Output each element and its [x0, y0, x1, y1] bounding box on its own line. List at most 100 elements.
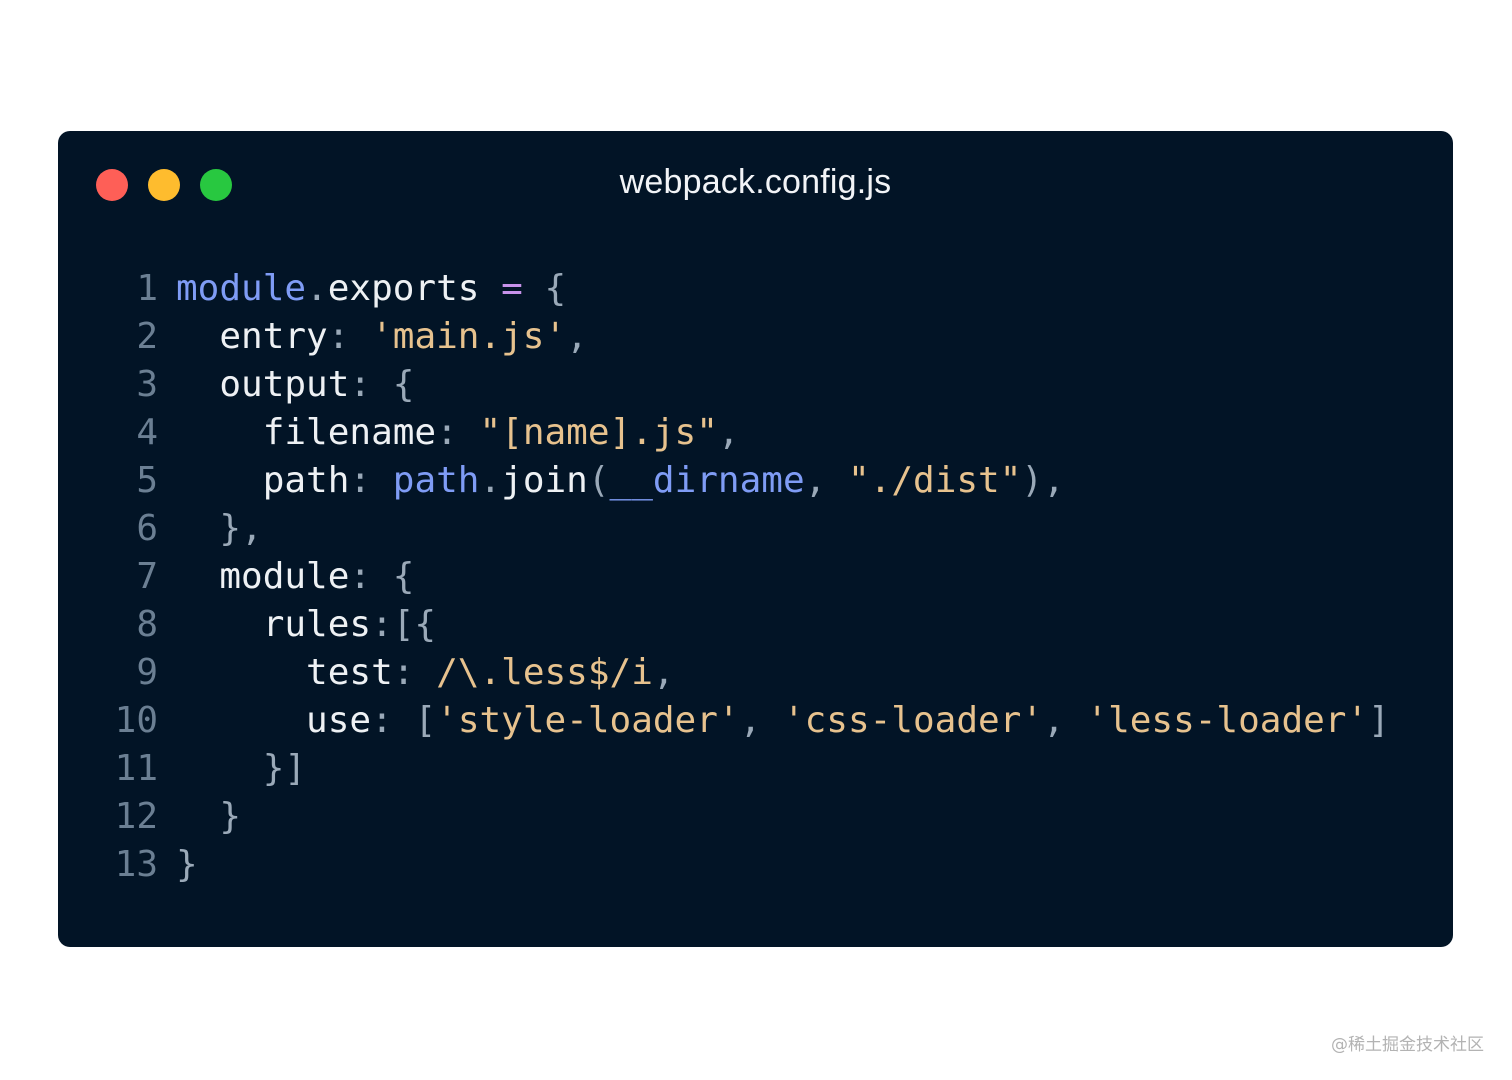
code-token: :[{ — [371, 604, 437, 645]
code-text: } — [176, 793, 241, 841]
line-number: 2 — [136, 316, 158, 357]
code-line: 1 module.exports = { — [108, 265, 1390, 313]
code-line: 13} — [108, 841, 1390, 889]
code-line: 12 } — [108, 793, 1390, 841]
code-text: output: { — [176, 361, 414, 409]
code-token: : — [327, 316, 350, 357]
code-token: : — [349, 556, 372, 597]
code-token: : — [349, 460, 372, 501]
code-token: = — [501, 268, 523, 309]
line-number: 5 — [136, 460, 158, 501]
code-token: rules — [176, 604, 372, 645]
code-token: __dirname — [609, 460, 805, 501]
code-token: ] — [1368, 700, 1390, 741]
minimize-button[interactable] — [148, 169, 180, 201]
code-token — [371, 556, 393, 597]
code-line: 4 filename: "[name].js", — [108, 409, 1390, 457]
code-line: 2 entry: 'main.js', — [108, 313, 1390, 361]
code-token: /\.less$/i — [436, 652, 653, 693]
code-text: } — [176, 841, 198, 889]
code-line: 9 test: /\.less$/i, — [108, 649, 1390, 697]
code-token: , — [804, 460, 827, 501]
window-controls — [96, 169, 232, 201]
close-button[interactable] — [96, 169, 128, 201]
code-token: output — [176, 364, 350, 405]
code-text: test: /\.less$/i, — [176, 649, 675, 697]
code-line: 5 path: path.join(__dirname, "./dist"), — [108, 457, 1390, 505]
code-token: filename — [176, 412, 437, 453]
code-token — [458, 412, 480, 453]
line-number: 12 — [114, 796, 158, 837]
code-text: }] — [176, 745, 306, 793]
code-token — [393, 700, 415, 741]
code-token: 'css-loader' — [782, 700, 1044, 741]
code-token: test — [176, 652, 393, 693]
code-token: exports — [327, 268, 480, 309]
code-text: module: { — [176, 553, 414, 601]
line-number: 3 — [136, 364, 158, 405]
code-token: , — [739, 700, 783, 741]
line-number: 1 — [136, 268, 158, 309]
code-token: join — [501, 460, 588, 501]
code-token — [414, 652, 436, 693]
code-token: { — [544, 268, 567, 309]
code-text: path: path.join(__dirname, "./dist"), — [176, 457, 1065, 505]
line-number: 11 — [114, 748, 158, 789]
maximize-button[interactable] — [200, 169, 232, 201]
code-text: filename: "[name].js", — [176, 409, 740, 457]
code-token — [826, 460, 848, 501]
code-token — [371, 460, 393, 501]
code-token — [349, 316, 371, 357]
code-token: , — [566, 316, 588, 357]
code-text: use: ['style-loader', 'css-loader', 'les… — [176, 697, 1390, 745]
line-number: 7 — [136, 556, 158, 597]
code-token: , — [652, 652, 675, 693]
code-token: ), — [1021, 460, 1065, 501]
window-title: webpack.config.js — [619, 163, 892, 201]
code-token: { — [392, 556, 415, 597]
code-text: rules:[{ — [176, 601, 436, 649]
line-number: 13 — [114, 844, 158, 885]
code-token — [479, 268, 501, 309]
code-token — [523, 268, 545, 309]
code-line: 10 use: ['style-loader', 'css-loader', '… — [108, 697, 1390, 745]
code-line: 11 }] — [108, 745, 1390, 793]
code-token: : — [392, 652, 415, 693]
line-number: 4 — [136, 412, 158, 453]
code-token: }, — [176, 508, 263, 549]
code-token: "./dist" — [848, 460, 1022, 501]
watermark: @稀土掘金技术社区 — [1331, 1035, 1484, 1055]
line-number: 9 — [136, 652, 158, 693]
code-token: { — [392, 364, 415, 405]
code-token: [ — [414, 700, 437, 741]
code-token: } — [176, 796, 242, 837]
code-token: . — [479, 460, 502, 501]
code-token: , — [1043, 700, 1087, 741]
code-token: ( — [587, 460, 610, 501]
code-text: module.exports = { — [176, 265, 566, 313]
code-text: }, — [176, 505, 263, 553]
code-token: . — [306, 268, 328, 309]
code-line: 7 module: { — [108, 553, 1390, 601]
code-token: path — [176, 460, 350, 501]
line-number: 6 — [136, 508, 158, 549]
code-token: path — [392, 460, 480, 501]
code-token: 'main.js' — [371, 316, 567, 357]
code-token: "[name].js" — [479, 412, 718, 453]
code-token: module — [176, 556, 350, 597]
code-token: : — [349, 364, 372, 405]
line-number: 8 — [136, 604, 158, 645]
code-token: } — [176, 844, 198, 885]
line-number: 10 — [114, 700, 158, 741]
code-line: 6 }, — [108, 505, 1390, 553]
code-token: entry — [176, 316, 328, 357]
code-token: }] — [176, 748, 307, 789]
code-token: : — [371, 700, 393, 741]
code-token: , — [717, 412, 740, 453]
code-line: 3 output: { — [108, 361, 1390, 409]
code-token — [371, 364, 393, 405]
code-token: 'style-loader' — [436, 700, 740, 741]
code-line: 8 rules:[{ — [108, 601, 1390, 649]
